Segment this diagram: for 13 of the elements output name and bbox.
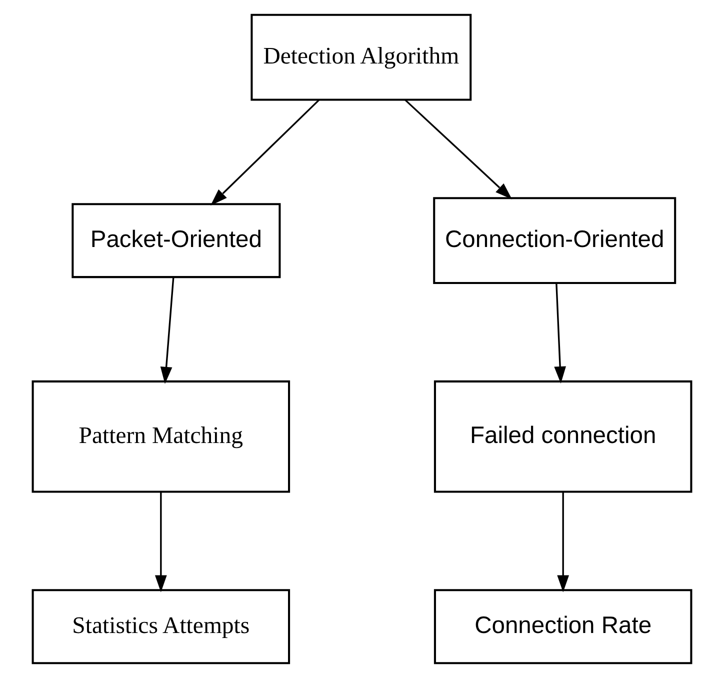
node-box: Failed connection [433, 380, 692, 493]
arrow [154, 492, 166, 592]
node-box: Connection Rate [433, 589, 692, 664]
arrow [404, 99, 512, 200]
node-box: Connection-Oriented [432, 197, 676, 284]
arrow [556, 492, 569, 592]
node-box: Detection Algorithm [250, 14, 472, 101]
node-box: Statistics Attempts [31, 589, 290, 664]
node-box: Packet-Oriented [71, 203, 280, 278]
arrow [554, 283, 566, 384]
arrow [210, 99, 320, 206]
arrow [160, 277, 174, 384]
node-box: Pattern Matching [31, 380, 290, 493]
